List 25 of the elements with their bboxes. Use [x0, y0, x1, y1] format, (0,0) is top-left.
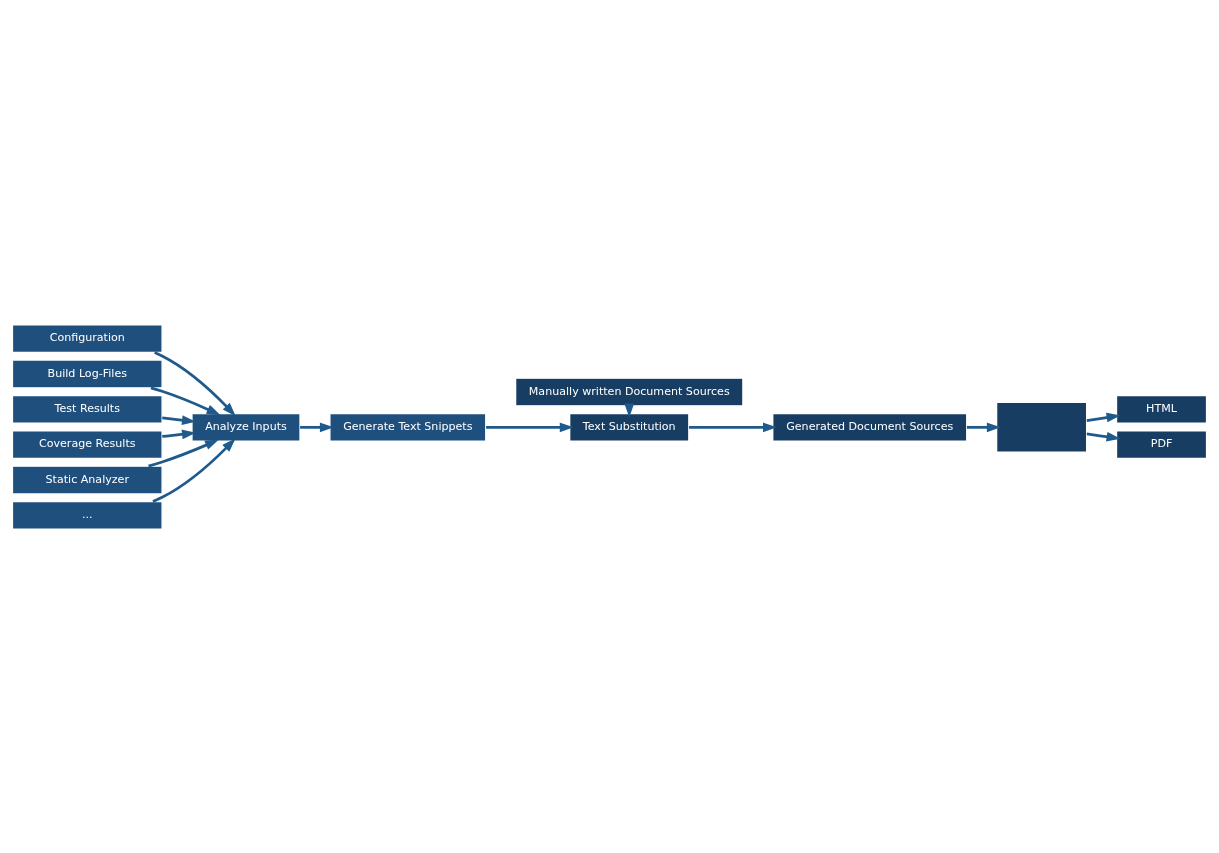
node-box: Configuration: [11, 323, 163, 353]
arrow: [1086, 412, 1121, 422]
node-box: Test Results: [11, 394, 163, 424]
arrow: [162, 414, 196, 425]
node-box: Generated Document Sources: [772, 412, 968, 442]
arrow: [689, 422, 777, 432]
arrow: [154, 350, 236, 416]
arrow: [152, 437, 236, 503]
arrow: [300, 422, 334, 432]
arrow: [1086, 431, 1121, 442]
node-box: HTML: [1115, 394, 1208, 424]
node-box: Text Substitution: [568, 412, 690, 442]
node-box: Generate Text Snippets: [329, 412, 487, 442]
node-box: PDF: [1115, 429, 1208, 459]
arrow: [148, 439, 219, 467]
arrow: [150, 386, 221, 415]
node-box: Static Analyzer: [11, 464, 163, 495]
node-box: [995, 401, 1088, 453]
arrow: [966, 422, 1001, 432]
node-box: Build Log-Files: [11, 358, 163, 389]
node-box: Coverage Results: [11, 429, 163, 459]
arrow: [162, 428, 196, 439]
arrow: [486, 422, 574, 432]
node-box: Analyze Inputs: [191, 412, 301, 442]
node-box: ...: [11, 500, 163, 530]
